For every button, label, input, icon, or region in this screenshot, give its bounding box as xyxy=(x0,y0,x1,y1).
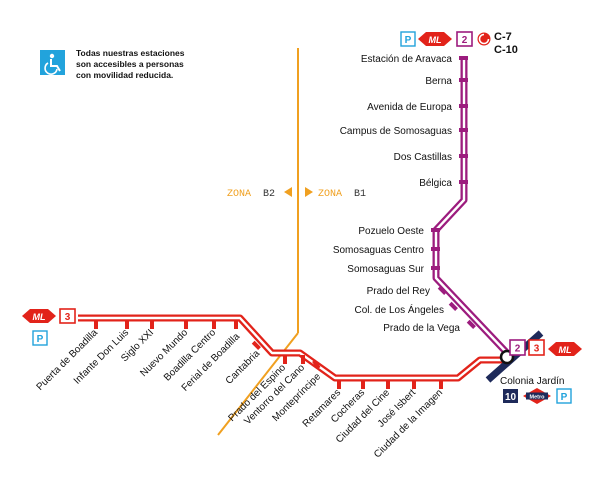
station-tick xyxy=(412,380,416,389)
station-tick xyxy=(386,380,390,389)
zone-b2-label: ZONA xyxy=(227,189,251,200)
station-label: Cantabria xyxy=(224,348,263,387)
zone-right-arrow-icon xyxy=(305,187,313,197)
station-tick xyxy=(439,380,443,389)
zone-b2-code: B2 xyxy=(263,189,275,200)
metro-line-10-number: 10 xyxy=(505,392,517,403)
interchange-label: Colonia Jardín xyxy=(500,376,564,387)
ml-logo-icon: ML xyxy=(548,342,582,356)
station-label: Prado de la Vega xyxy=(383,323,460,334)
station-label: Avenida de Europa xyxy=(367,102,452,113)
station-label: Berna xyxy=(425,76,452,87)
station-tick xyxy=(301,355,305,364)
ml-logo-icon: ML xyxy=(22,309,56,323)
accessibility-note-line-1: Todas nuestras estaciones xyxy=(76,48,185,58)
station-tick xyxy=(94,320,98,329)
cercanias-icon xyxy=(477,32,491,46)
wheelchair-icon xyxy=(40,50,65,75)
station-tick xyxy=(459,154,468,158)
ml-logo-text: ML xyxy=(429,35,442,45)
station-label: Somosaguas Centro xyxy=(333,245,425,256)
ml-logo-icon: ML xyxy=(418,32,452,46)
metro-logo-icon: Metro xyxy=(523,388,551,404)
station-label: Bélgica xyxy=(419,178,452,189)
station-tick xyxy=(431,228,440,232)
station-label: Estación de Aravaca xyxy=(361,54,453,65)
station-tick xyxy=(459,56,468,60)
station-label: Prado del Rey xyxy=(367,286,430,297)
station-label: Somosaguas Sur xyxy=(347,264,424,275)
station-tick xyxy=(459,104,468,108)
line-2-terminus-badges: P ML 2 C-7 C-10 xyxy=(400,31,518,56)
station-tick xyxy=(466,319,476,329)
station-tick xyxy=(312,359,321,370)
zone-b1-label: ZONA xyxy=(318,189,342,200)
line-3-badge xyxy=(528,339,545,356)
metro-line-10-badge xyxy=(503,389,518,403)
parking-icon xyxy=(556,388,572,404)
parking-icon xyxy=(32,330,48,346)
zone-b1-code: B1 xyxy=(354,189,366,200)
parking-text: P xyxy=(405,35,412,46)
accessibility-note-line-2: son accesibles a personas xyxy=(76,59,184,69)
zone-left-arrow-icon xyxy=(284,187,292,197)
station-tick xyxy=(337,380,341,389)
metro-logo-text: Metro xyxy=(530,395,546,401)
station-tick xyxy=(251,340,261,350)
line-3-badge-number: 3 xyxy=(65,312,71,323)
interchange-colonia-jardin: Colonia Jardín 2 3 ML 10 Metro P xyxy=(485,330,582,404)
accessibility-note-line-3: con movilidad reducida. xyxy=(76,70,173,80)
station-tick xyxy=(459,78,468,82)
station-tick xyxy=(283,355,287,364)
station-tick xyxy=(234,320,238,329)
station-tick xyxy=(184,320,188,329)
line-3-stations: Puerta de Boadilla Infante Don Luis Sigl… xyxy=(35,320,445,460)
line-2-badge-number: 2 xyxy=(515,344,521,355)
ml-logo-text: ML xyxy=(33,312,46,322)
line-2-badge xyxy=(509,339,526,356)
station-tick xyxy=(459,128,468,132)
accessibility-note: Todas nuestras estaciones son accesibles… xyxy=(40,48,185,80)
station-tick xyxy=(437,285,447,295)
line-3-terminus-badges: ML 3 P xyxy=(22,308,76,346)
cercanias-c7: C-7 xyxy=(494,31,512,43)
station-label: Col. de Los Ángeles xyxy=(354,303,444,316)
station-tick xyxy=(431,266,440,270)
parking-icon xyxy=(400,31,416,47)
station-tick xyxy=(150,320,154,329)
line-2-badge xyxy=(456,31,473,47)
station-label: Dos Castillas xyxy=(394,152,452,163)
parking-text: P xyxy=(37,334,44,345)
line-2-stations: Estación de Aravaca Berna Avenida de Eur… xyxy=(333,54,476,334)
line-3-badge-number: 3 xyxy=(534,344,540,355)
station-tick xyxy=(459,180,468,184)
station-tick xyxy=(212,320,216,329)
station-label: Campus de Somosaguas xyxy=(340,126,452,137)
station-label: Pozuelo Oeste xyxy=(358,226,424,237)
ml-logo-text: ML xyxy=(559,345,572,355)
cercanias-c10: C-10 xyxy=(494,44,518,56)
station-tick xyxy=(431,247,440,251)
station-tick xyxy=(448,301,458,311)
line-3-badge xyxy=(59,308,76,324)
line-2-badge-number: 2 xyxy=(462,35,468,46)
parking-text: P xyxy=(561,392,568,403)
station-tick xyxy=(361,380,365,389)
station-tick xyxy=(125,320,129,329)
